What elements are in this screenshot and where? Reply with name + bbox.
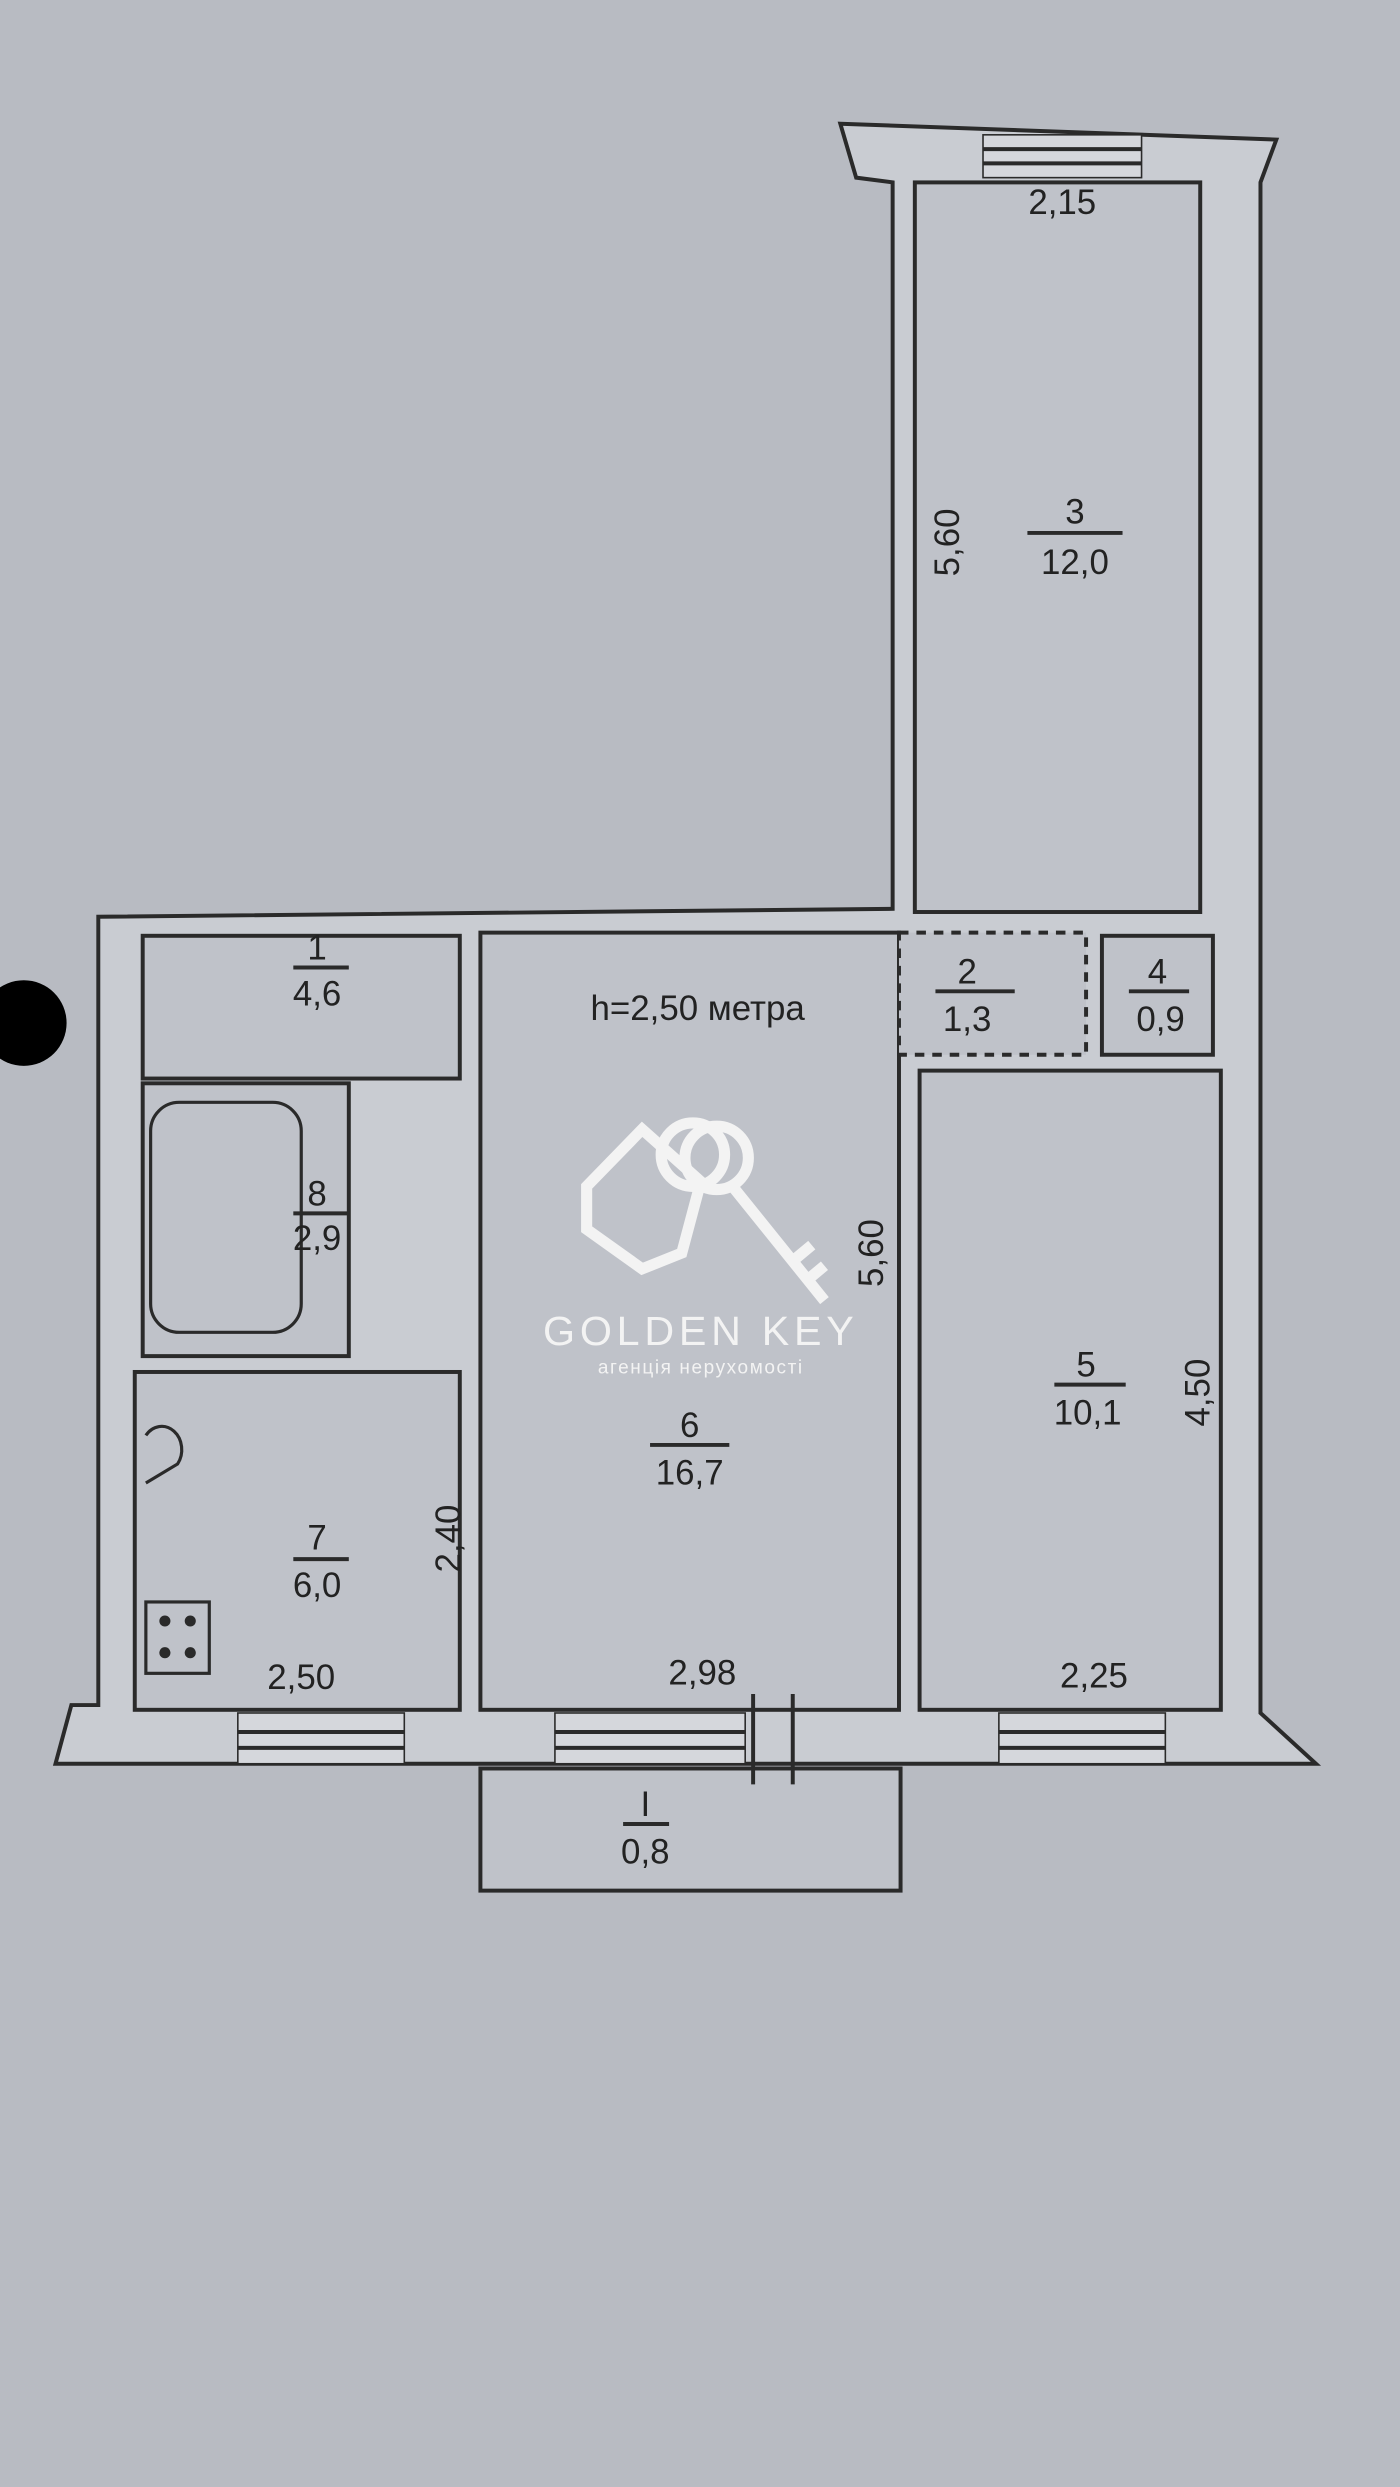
room-3 <box>912 180 1203 914</box>
binder-hole <box>0 980 67 1066</box>
watermark-brand: GOLDEN KEY <box>543 1308 859 1354</box>
room-4-number: 4 <box>1148 952 1167 991</box>
window-top <box>982 134 1143 179</box>
bathtub-icon <box>149 1100 303 1334</box>
golden-key-logo <box>581 1117 829 1305</box>
balcony-area: 0,8 <box>621 1833 669 1872</box>
room-8 <box>140 1081 351 1359</box>
room-3-area: 12,0 <box>1041 543 1109 582</box>
room-5 <box>917 1068 1223 1712</box>
room-1-area: 4,6 <box>293 975 341 1014</box>
window-room6 <box>554 1712 746 1765</box>
dim-room5-width: 2,25 <box>1060 1657 1128 1696</box>
room-1-number: 1 <box>307 929 326 968</box>
window-kitchen <box>237 1712 406 1765</box>
dim-room5-length: 4,50 <box>1179 1359 1218 1427</box>
room-6-area: 16,7 <box>656 1454 724 1493</box>
dim-room6-width: 2,98 <box>668 1653 736 1692</box>
room-2 <box>896 930 1089 1057</box>
room-2-area: 1,3 <box>943 1000 991 1039</box>
room-5-area: 10,1 <box>1054 1393 1122 1432</box>
windows <box>237 134 1167 1785</box>
room-4-area: 0,9 <box>1136 1000 1184 1039</box>
dim-room6-length: 5,60 <box>852 1219 891 1287</box>
dim-room3-width: 2,15 <box>1028 183 1096 222</box>
sink-icon <box>144 1424 184 1485</box>
balcony-number: I <box>640 1785 650 1824</box>
room-7-number: 7 <box>307 1519 326 1558</box>
room-6 <box>478 930 901 1712</box>
room-3-number: 3 <box>1065 492 1084 531</box>
dim-room3-length: 5,60 <box>928 508 967 576</box>
ceiling-height-note: h=2,50 метра <box>590 989 805 1028</box>
stove-icon <box>144 1600 211 1675</box>
dim-room7-width: 2,50 <box>267 1658 335 1697</box>
dim-room7-length: 2,40 <box>429 1505 468 1573</box>
room-5-number: 5 <box>1076 1346 1095 1385</box>
room-2-number: 2 <box>957 952 976 991</box>
window-room5 <box>998 1712 1167 1765</box>
fraction-lines <box>293 530 1190 1826</box>
room-1 <box>140 933 462 1081</box>
room-4 <box>1099 933 1215 1057</box>
room-8-area: 2,9 <box>293 1219 341 1258</box>
room-8-number: 8 <box>307 1174 326 1213</box>
room-6-number: 6 <box>680 1406 699 1445</box>
balcony-door <box>751 1693 795 1785</box>
balcony <box>478 1766 903 1893</box>
watermark-tagline: агенція нерухомості <box>598 1358 804 1379</box>
room-7-area: 6,0 <box>293 1566 341 1605</box>
